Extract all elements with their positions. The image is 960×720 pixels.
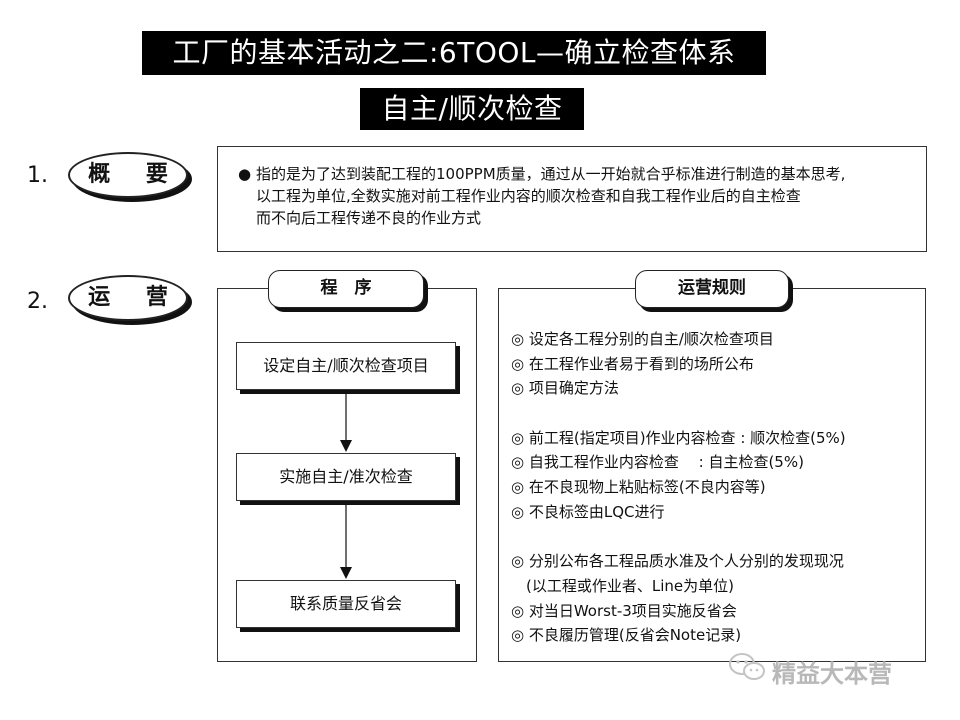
procedure-header: 程 序 bbox=[268, 270, 424, 308]
rule-line-4 bbox=[511, 401, 925, 426]
subtitle: 自主/顺次检查 bbox=[360, 88, 584, 130]
rule-line-8: ◎ 不良标签由LQC进行 bbox=[511, 502, 665, 521]
procedure-header-label: 程 序 bbox=[320, 278, 372, 298]
rule-line-7: ◎ 在不良现物上粘贴标签(不良内容等) bbox=[511, 478, 766, 497]
procedure-step-1-label: 设定自主/顺次检查项目 bbox=[263, 356, 429, 375]
rule-line-6: ◎ 自我工程作业内容检查 : 自主检查(5%) bbox=[511, 453, 804, 472]
rule-line-9 bbox=[511, 525, 925, 550]
rule-line-5: ◎ 前工程(指定项目)作业内容检查 : 顺次检查(5%) bbox=[511, 428, 846, 447]
procedure-step-2: 实施自主/准次检查 bbox=[236, 453, 456, 501]
rule-line-3: ◎ 项目确定方法 bbox=[511, 379, 619, 398]
rules-panel: ◎ 设定各工程分别的自主/顺次检查项目 ◎ 在工程作业者易于看到的场所公布 ◎ … bbox=[498, 288, 926, 662]
rule-line-13: ◎ 不良履历管理(反省会Note记录) bbox=[511, 626, 742, 645]
section1-number: 1. bbox=[27, 163, 48, 188]
watermark-text: 精益大本营 bbox=[772, 660, 892, 688]
wechat-icon bbox=[727, 650, 767, 688]
overview-panel: ● 指的是为了达到装配工程的100PPM质量，通过从一开始就合乎标准进行制造的基… bbox=[217, 146, 927, 252]
section2-label: 运 营 bbox=[88, 285, 182, 310]
procedure-step-3-label: 联系质量反省会 bbox=[289, 594, 402, 613]
rule-line-11: (以工程或作业者、Line为单位) bbox=[511, 576, 734, 595]
section1-label: 概 要 bbox=[88, 162, 182, 187]
procedure-step-1: 设定自主/顺次检查项目 bbox=[236, 342, 456, 390]
rule-line-12: ◎ 对当日Worst-3项目实施反省会 bbox=[511, 601, 737, 620]
rule-line-10: ◎ 分别公布各工程品质水准及个人分别的发现现况 bbox=[511, 552, 844, 571]
rules-header-label: 运营规则 bbox=[678, 278, 746, 298]
rule-line-2: ◎ 在工程作业者易于看到的场所公布 bbox=[511, 354, 754, 373]
overview-line-2: 以工程为单位,全数实施对前工程作业内容的顺次检查和自我工程作业后的自主检查 bbox=[256, 187, 801, 205]
section1-label-oval: 概 要 bbox=[68, 152, 188, 198]
overview-line-3: 而不向后工程传递不良的作业方式 bbox=[256, 209, 482, 227]
section2-label-oval: 运 营 bbox=[68, 275, 188, 321]
main-title: 工厂的基本活动之二:6TOOL—确立检查体系 bbox=[142, 31, 766, 75]
procedure-step-2-label: 实施自主/准次检查 bbox=[279, 467, 413, 486]
procedure-step-3: 联系质量反省会 bbox=[236, 580, 456, 628]
overview-line-1: 指的是为了达到装配工程的100PPM质量，通过从一开始就合乎标准进行制造的基本思… bbox=[256, 165, 846, 183]
rules-header: 运营规则 bbox=[635, 270, 789, 308]
section2-number: 2. bbox=[27, 289, 48, 314]
rule-line-1: ◎ 设定各工程分别的自主/顺次检查项目 bbox=[511, 330, 774, 348]
bullet-icon: ● bbox=[238, 165, 252, 183]
